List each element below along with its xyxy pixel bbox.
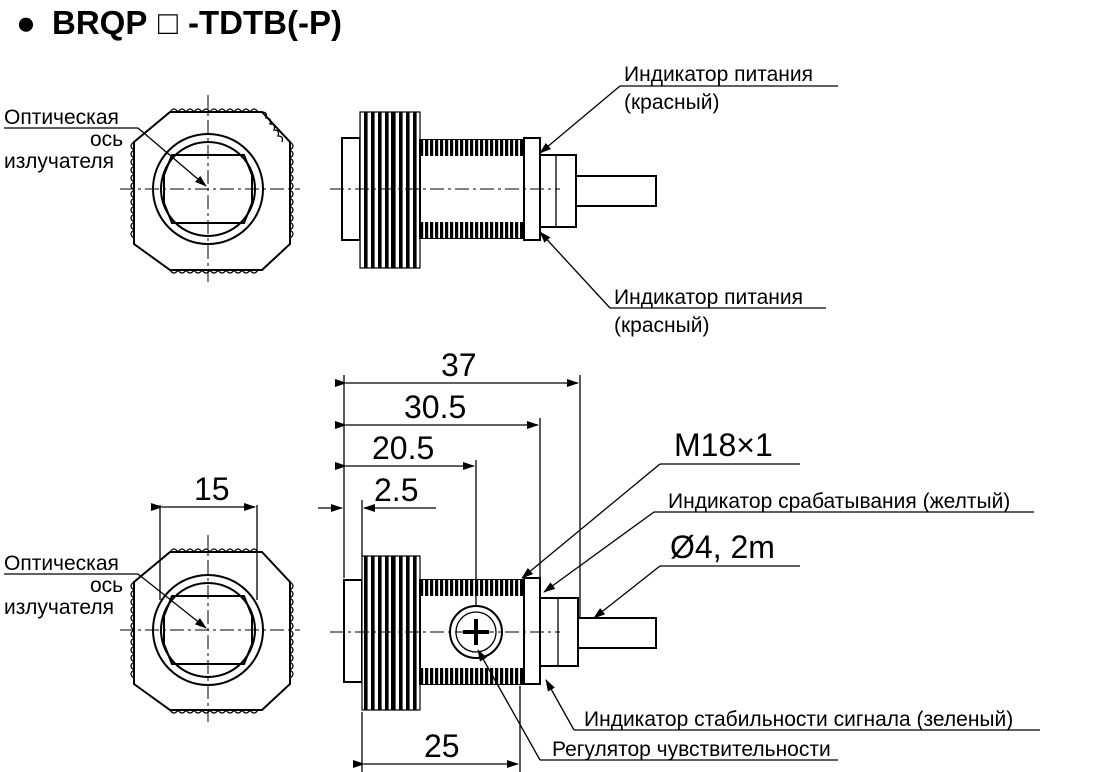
sensitivity-adjuster-label: Регулятор чувствительности [552, 738, 831, 761]
bottom-power-indicator-leader [539, 231, 611, 309]
top-axis-label-line3: излучателя [4, 150, 114, 173]
bottom-axis-label-line1: Оптическая [4, 552, 119, 575]
title-bullet: ● [16, 4, 36, 41]
cable-spec-label: Ø4, 2m [670, 529, 775, 565]
top-front-knurled-outline [133, 111, 291, 271]
stability-indicator-leader [545, 679, 575, 731]
top-axis-leader [137, 127, 207, 187]
bottom-axis-label-line3: излучателя [4, 596, 114, 619]
bottom-axis-leader [137, 573, 207, 629]
cable-spec-leader [593, 565, 661, 619]
bottom-power-indicator-label: Индикатор питания [614, 286, 803, 309]
dim-15-value: 15 [194, 471, 230, 507]
top-front-lens [163, 154, 253, 224]
bottom-side-front-face [343, 579, 363, 683]
bottom-side-view: 37 30.5 20.5 2.5 25 M18×1 Индикатор сраб… [318, 347, 1040, 772]
title: ● BRQP □ -TDTB(-P) [16, 4, 342, 41]
top-power-indicator-leader [539, 85, 621, 154]
bottom-front-knurl-teeth [130, 548, 294, 714]
dim-25-value: 25 [424, 728, 460, 764]
top-power-indicator-color: (красный) [624, 91, 719, 114]
dim-30-5-value: 30.5 [404, 389, 466, 425]
dim-2-5-value: 2.5 [374, 472, 418, 508]
operation-indicator-leader [543, 511, 655, 593]
bottom-side-thread-lower [420, 668, 524, 684]
bottom-front-knurled-outline [133, 551, 291, 711]
bottom-power-indicator-color: (красный) [614, 314, 709, 337]
title-box-glyph: □ [158, 4, 178, 41]
dim-37-value: 37 [441, 347, 477, 383]
thread-spec-label: M18×1 [674, 427, 773, 463]
bottom-axis-label-line2: ось [90, 574, 123, 597]
bottom-side-cable [577, 617, 657, 649]
top-side-nut [359, 111, 421, 269]
bottom-front-lens [163, 595, 253, 665]
title-suffix: -TDTB(-P) [188, 4, 342, 41]
top-side-cable-gland [539, 154, 577, 228]
top-front-view: Оптическая ось излучателя [4, 95, 300, 282]
stability-indicator-label: Индикатор стабильности сигнала (зеленый) [584, 708, 1013, 731]
top-side-thread-upper [420, 140, 524, 156]
dim-20-5-value: 20.5 [372, 430, 434, 466]
operation-indicator-label: Индикатор срабатывания (желтый) [668, 490, 1010, 513]
bottom-side-thread-upper [420, 580, 524, 596]
top-side-view: Индикатор питания (красный) Индикатор пи… [330, 63, 838, 337]
top-side-cable [575, 175, 657, 207]
thread-spec-leader [521, 463, 661, 579]
top-power-indicator-label: Индикатор питания [624, 63, 813, 86]
top-axis-label-line1: Оптическая [4, 106, 119, 129]
sensitivity-adjuster-leader [477, 649, 541, 761]
top-axis-label-line2: ось [90, 128, 123, 151]
bottom-front-view: 15 Оптическая ось излучателя [4, 471, 300, 722]
title-prefix: BRQP [52, 4, 147, 41]
top-side-thread-lower [420, 222, 524, 238]
bottom-side-rear-flange [523, 577, 541, 685]
top-front-knurl-teeth [130, 108, 294, 274]
